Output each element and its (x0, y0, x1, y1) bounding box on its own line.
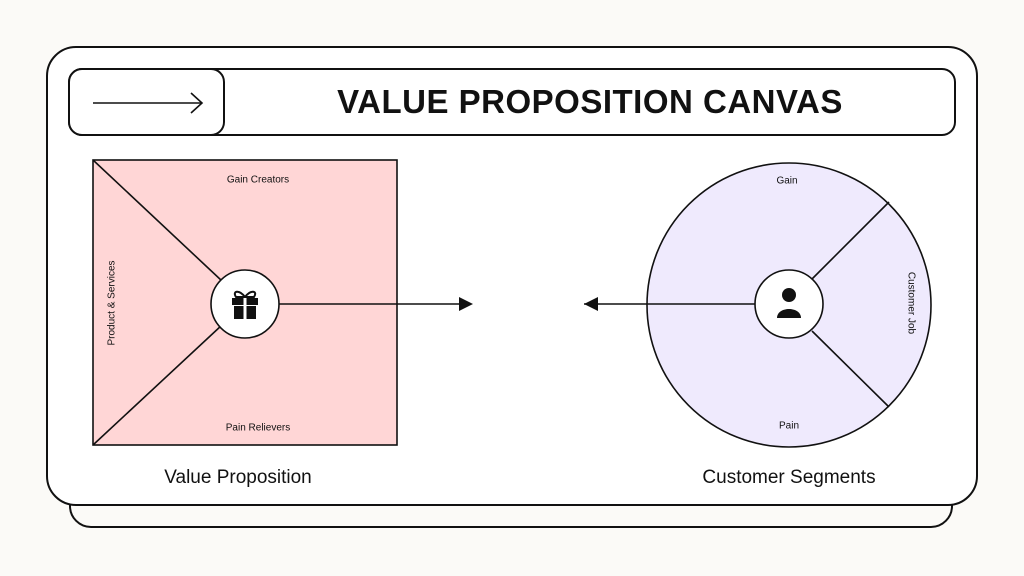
vp-divider-top (92, 159, 223, 282)
label-pain-relievers: Pain Relievers (225, 422, 291, 434)
right-arrow-icon (93, 92, 204, 114)
cs-divider-bottom (811, 330, 890, 408)
connector-right-arrowhead (584, 297, 598, 311)
connector-left-arrowhead (459, 297, 473, 311)
label-gain-creators: Gain Creators (226, 174, 290, 186)
label-product-services: Product & Services (106, 260, 118, 346)
person-icon (754, 269, 824, 339)
vp-divider-bottom (92, 324, 223, 446)
page-title: VALUE PROPOSITION CANVAS (337, 83, 843, 120)
caption-value-proposition: Value Proposition (164, 467, 312, 488)
arrow-box (68, 68, 225, 136)
gift-icon (210, 269, 280, 339)
label-gain: Gain (776, 175, 798, 187)
caption-customer-segments: Customer Segments (702, 467, 876, 488)
cs-divider-top (811, 201, 890, 280)
label-pain: Pain (778, 420, 800, 432)
label-customer-job: Customer Job (905, 271, 917, 335)
